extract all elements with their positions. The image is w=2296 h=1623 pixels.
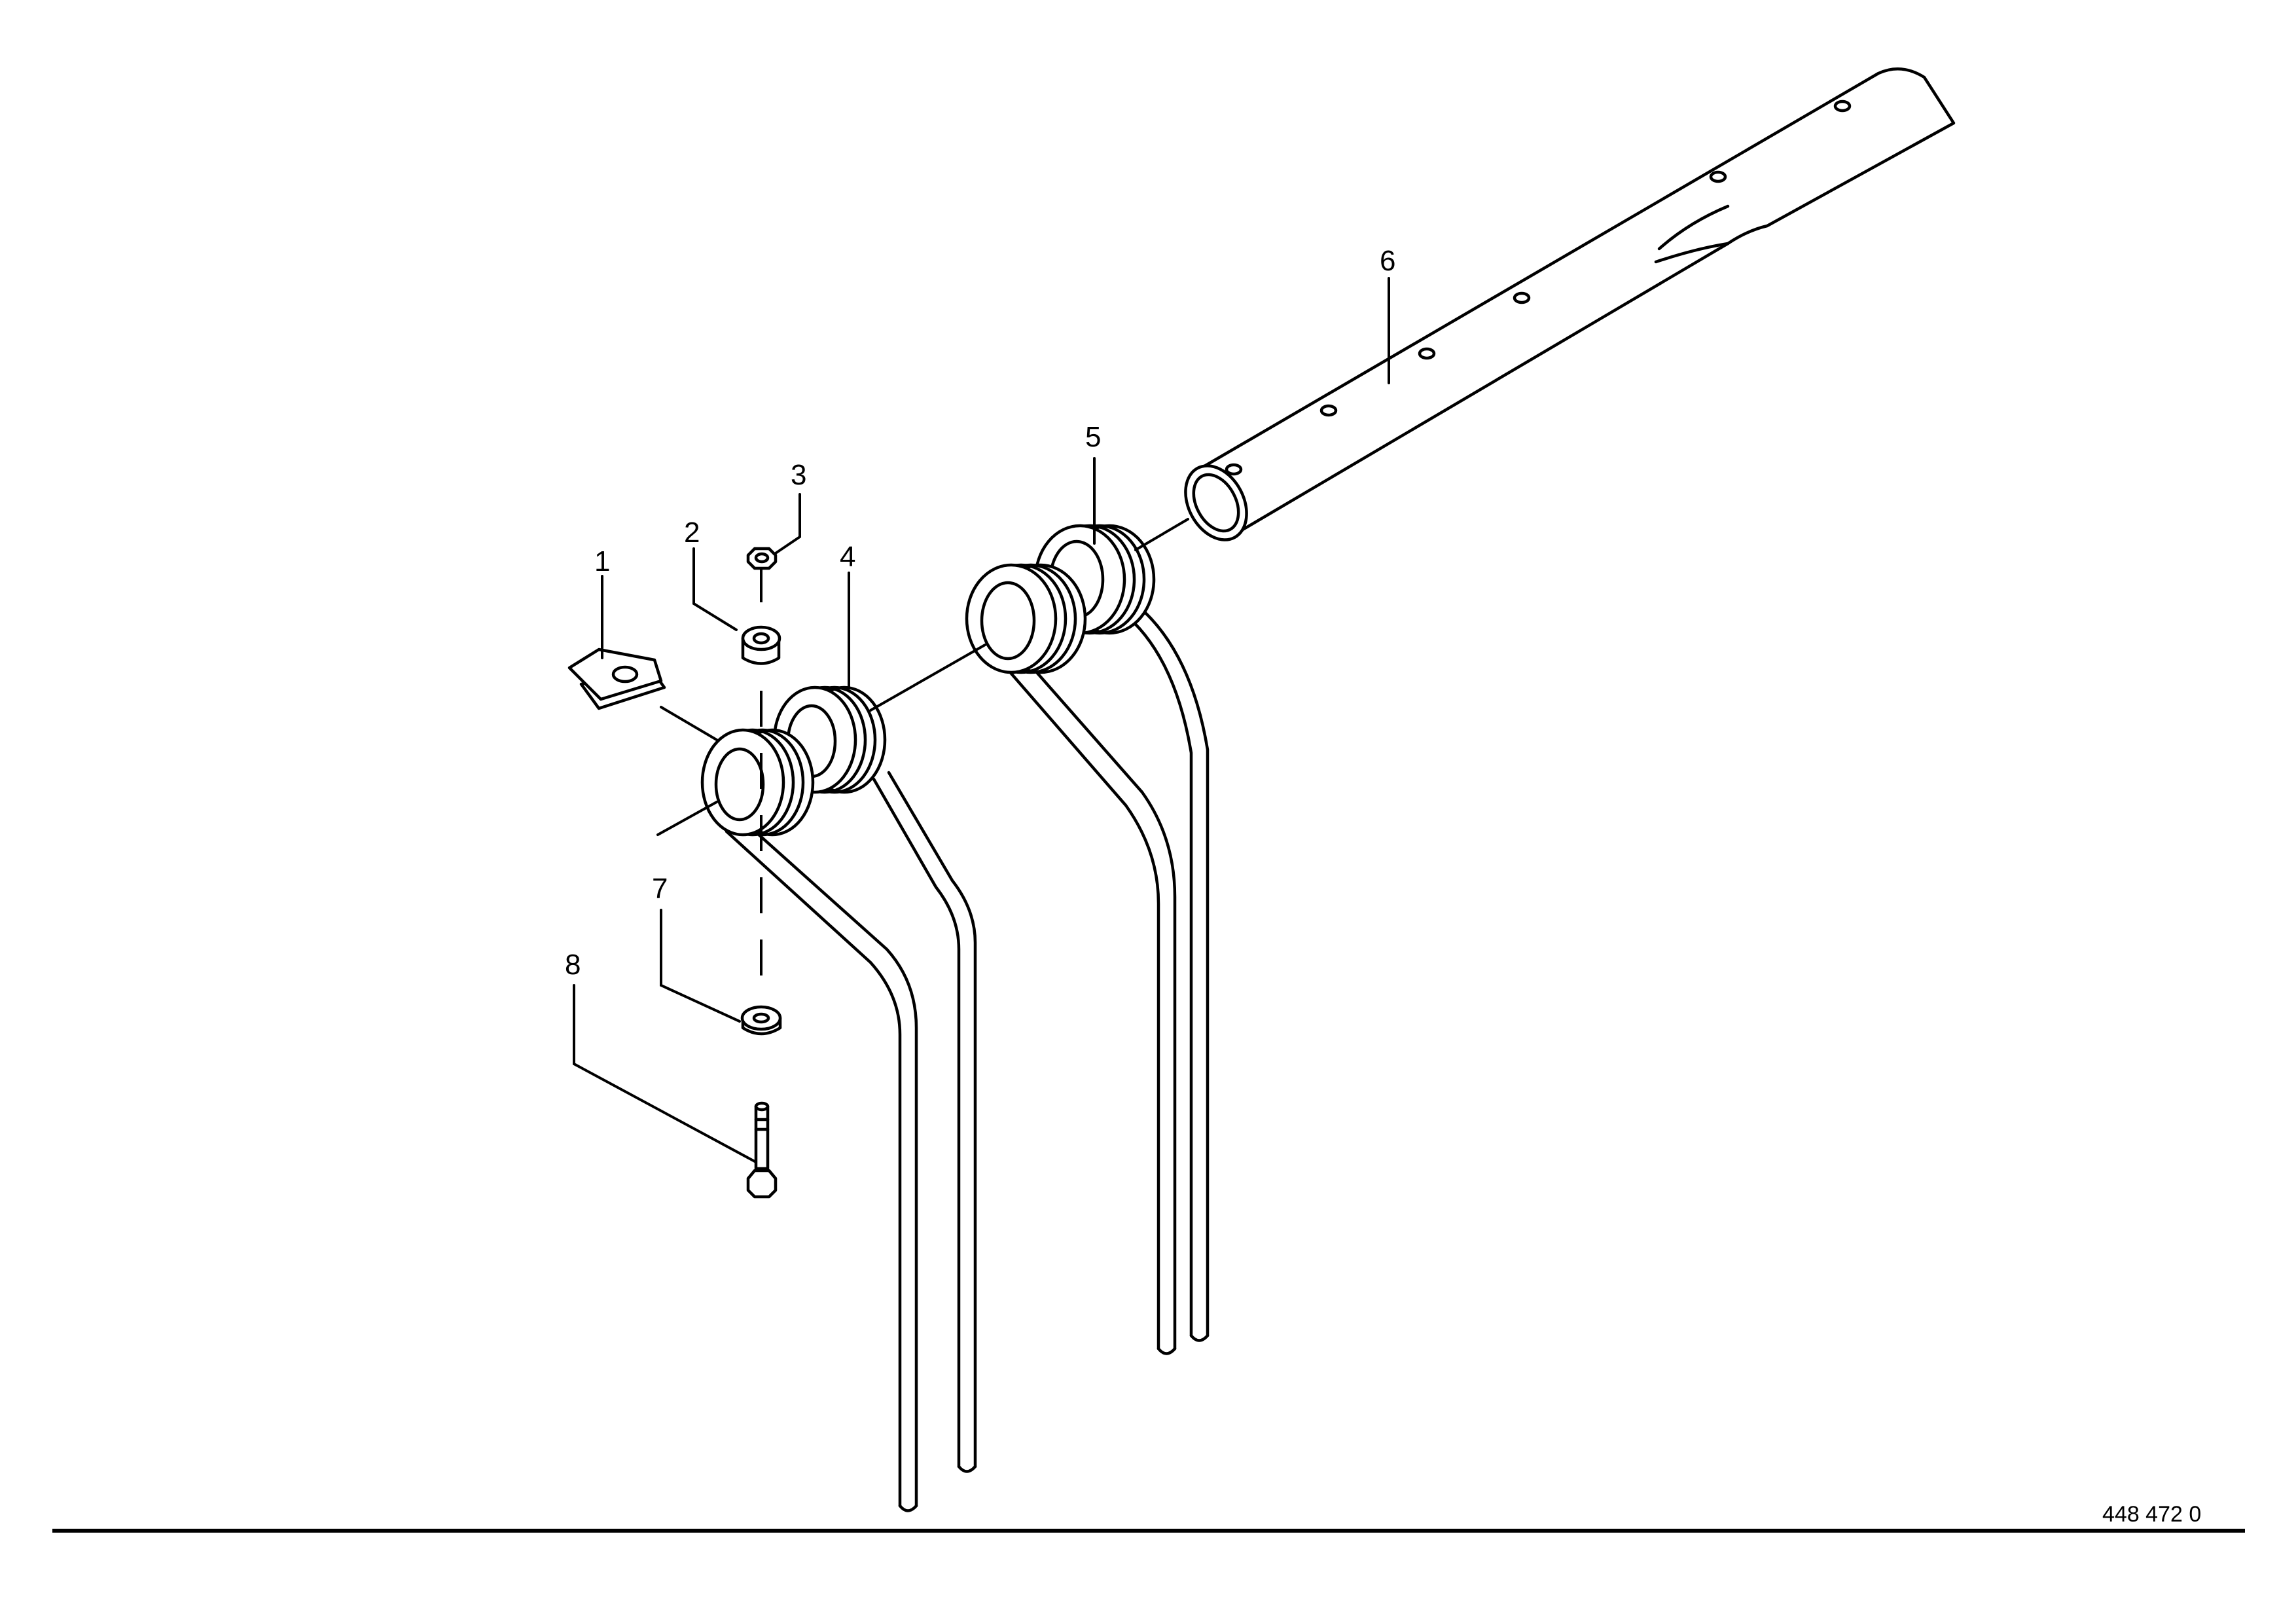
callout-7: 7 [652,873,668,905]
callout-8: 8 [565,949,581,981]
bolt [746,1101,778,1199]
drawing-number: 448 472 0 [2102,1502,2201,1527]
callout-1: 1 [594,545,610,577]
rear-spring-tine [965,524,1210,1355]
callout-3: 3 [791,459,806,491]
front-spring-tine [700,685,977,1512]
callout-6: 6 [1380,245,1395,277]
nut [746,547,778,570]
clip [567,647,666,710]
washer [740,1005,782,1036]
callout-4: 4 [840,541,855,573]
callout-2: 2 [684,517,700,549]
callout-5: 5 [1085,421,1101,453]
assembly-axis-line [656,518,1189,836]
shaft-tube [1184,67,1956,541]
spacer [741,625,781,665]
callout-leaders [573,277,1390,1163]
